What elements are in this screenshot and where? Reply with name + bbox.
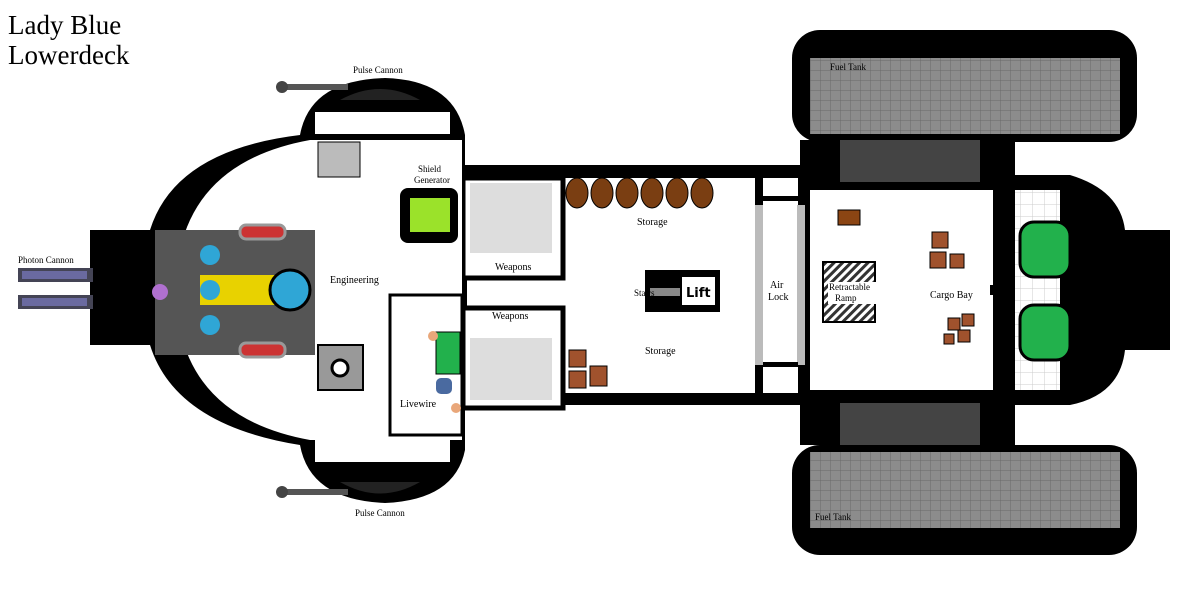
plan-shape [947, 317, 961, 331]
room-label: Stairs [634, 288, 655, 298]
plan-shape [278, 84, 348, 90]
air-lock-label: Air [770, 280, 784, 291]
plan-shape [278, 489, 348, 495]
deck-title: Lady Blue Lowerdeck [8, 10, 129, 70]
plan-shape [665, 177, 689, 209]
plan-shape [268, 268, 312, 312]
plan-shape [410, 198, 450, 232]
pulse-cannon-bottom[interactable]: Pulse Cannon [276, 482, 420, 518]
room-label: Fuel Tank [830, 62, 866, 72]
fuel-tank-bottom: Fuel Tank [792, 445, 1137, 555]
plan-shape [238, 223, 287, 241]
plan-shape [22, 298, 87, 306]
plan-shape [152, 284, 168, 300]
room-label: Retractable [829, 282, 870, 292]
plan-shape [690, 177, 714, 209]
plan-shape [615, 177, 639, 209]
computer-console[interactable] [317, 141, 361, 178]
plan-shape [931, 231, 949, 249]
plan-shape [1018, 303, 1072, 362]
room-label: Lock [768, 292, 789, 303]
plan-shape [470, 338, 552, 400]
storage-barrels [565, 177, 714, 209]
plan-shape [961, 313, 975, 327]
plan-shape [568, 370, 587, 389]
storage-crates [568, 349, 608, 389]
room-label: Photon Cannon [18, 255, 74, 265]
plan-shape [957, 329, 971, 343]
plan-shape [315, 440, 450, 462]
pulse-cannon-top[interactable]: Pulse Cannon [276, 65, 420, 100]
photon-cannon[interactable]: Photon Cannon [18, 255, 168, 309]
plan-shape [840, 140, 980, 182]
plan-shape [200, 280, 220, 300]
plan-shape [200, 315, 220, 335]
plan-shape [315, 112, 450, 134]
room-label: Lift [686, 286, 711, 301]
plan-shape [22, 271, 87, 279]
room-label: Livewire [400, 399, 437, 410]
plan-shape [763, 196, 798, 201]
room-label: Pulse Cannon [355, 508, 405, 518]
plan-shape [330, 358, 350, 378]
bed [435, 331, 461, 375]
room-label: Weapons [495, 262, 532, 273]
plan-shape [763, 178, 798, 393]
plan-shape [238, 341, 287, 359]
plan-shape [340, 482, 420, 494]
engine-section [1000, 175, 1170, 405]
room-label: Storage [637, 217, 668, 228]
ship-name: Lady Blue [8, 10, 122, 40]
plan-shape [428, 331, 438, 341]
room-label: Cargo Bay [930, 290, 973, 301]
plan-shape [943, 333, 955, 345]
fuel-tank-top: Fuel Tank [792, 30, 1137, 142]
room-label: Storage [645, 346, 676, 357]
plan-shape [590, 177, 614, 209]
engineering-label: Engineering [330, 275, 379, 286]
chair [436, 378, 452, 394]
plan-shape [810, 452, 1120, 528]
room-label: Fuel Tank [815, 512, 851, 522]
plan-shape [568, 349, 587, 368]
plan-shape [451, 403, 461, 413]
plan-shape [797, 205, 805, 365]
room-label: Pulse Cannon [353, 65, 403, 75]
room-label: Weapons [492, 311, 529, 322]
room-label: Generator [414, 175, 450, 185]
plan-shape [837, 209, 861, 226]
room-label: Shield [418, 164, 442, 174]
cargo-bay: Retractable Ramp Cargo Bay [800, 140, 1015, 445]
plan-shape [840, 403, 980, 445]
cargo-crates [929, 231, 975, 345]
engineering-hull: Engineering Shield Generator Livewire [90, 78, 465, 503]
plan-shape [565, 177, 589, 209]
central-hull: Air Lock Weapons Weapons Storage Storage… [455, 165, 810, 411]
plan-shape [810, 58, 1120, 134]
room-label: Ramp [835, 293, 857, 303]
plan-shape [200, 245, 220, 265]
reactor-console [317, 344, 364, 391]
lift[interactable] [682, 277, 715, 305]
plan-shape [276, 486, 288, 498]
stairs[interactable] [650, 288, 680, 296]
plan-shape [276, 81, 288, 93]
plan-shape [755, 205, 763, 365]
deck-name: Lowerdeck [8, 40, 130, 70]
plan-shape [929, 251, 947, 269]
plan-shape [589, 365, 608, 387]
plan-shape [990, 285, 1000, 295]
plan-shape [470, 183, 552, 253]
plan-shape [640, 177, 664, 209]
plan-shape [1018, 220, 1072, 279]
plan-shape [340, 89, 420, 100]
plan-shape [828, 282, 876, 304]
plan-shape [763, 362, 798, 367]
plan-shape [949, 253, 965, 269]
